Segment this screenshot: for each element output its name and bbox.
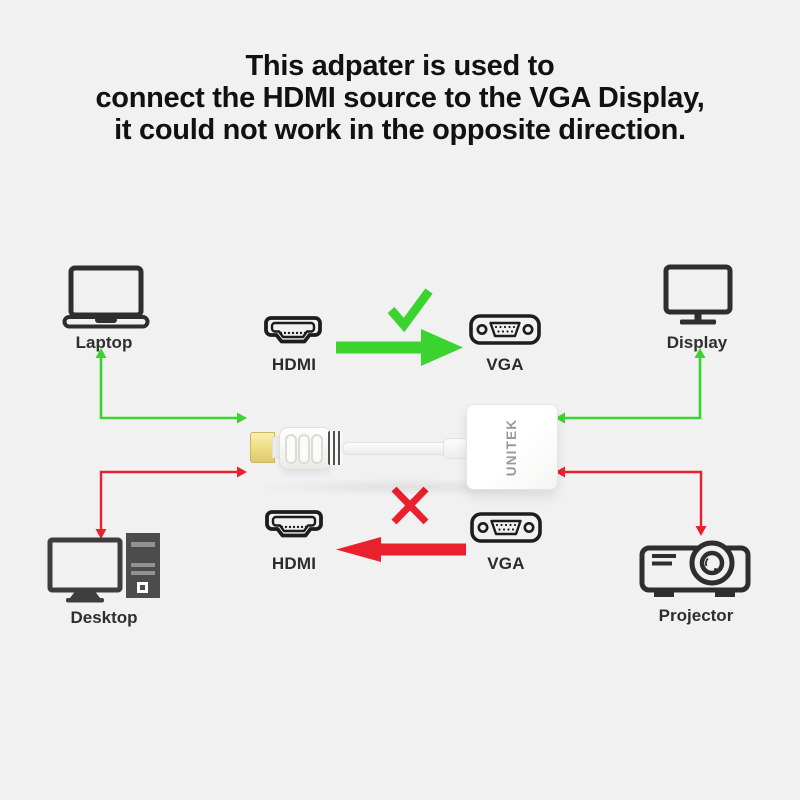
hdmi-port-icon-bottom <box>265 510 323 538</box>
vga-port-icon-top <box>469 314 541 345</box>
hdmi-port-icon-top <box>264 316 322 344</box>
arrowhead-down-desktop <box>95 529 107 539</box>
hdmi-pins <box>279 331 307 335</box>
arrowhead-up-display <box>694 348 706 358</box>
title-line-3: it could not work in the opposite direct… <box>114 114 686 146</box>
arrowhead-right-adapter-red <box>237 466 247 478</box>
hdmi-label-bottom: HDMI <box>271 554 317 573</box>
cross-icon <box>391 486 429 525</box>
plug-ridge <box>298 434 310 464</box>
green-line-laptop-to-adapter <box>95 348 247 424</box>
vga-label-bottom: VGA <box>487 554 525 573</box>
arrowhead-left-adapter-red <box>555 466 565 478</box>
laptop-label: Laptop <box>75 333 133 352</box>
arrowhead-left-adapter <box>555 412 565 424</box>
arrowhead-up-laptop <box>95 348 107 358</box>
plug-ridge <box>311 434 323 464</box>
display-label: Display <box>666 333 728 352</box>
monitor-icon <box>663 264 733 325</box>
vga-port-icon-bottom <box>470 512 542 543</box>
laptop-icon <box>62 265 150 329</box>
vga-pins <box>495 523 517 531</box>
check-icon <box>387 288 433 333</box>
arrowhead-right-adapter <box>237 412 247 424</box>
cable-strain-relief <box>328 431 343 465</box>
vga-to-hdmi-arrow <box>336 537 466 562</box>
vga-label-top: VGA <box>486 355 524 374</box>
arrowhead-down-projector <box>695 526 707 536</box>
hdmi-pins <box>280 525 308 529</box>
projector-icon <box>639 540 751 597</box>
vga-pins <box>494 325 516 333</box>
projector-label: Projector <box>658 606 734 625</box>
page-title: This adpater is used to connect the HDMI… <box>0 50 800 146</box>
red-line-projector-to-adapter <box>555 466 707 536</box>
title-line-1: This adpater is used to <box>245 50 555 82</box>
green-line-adapter-to-display <box>555 348 706 424</box>
desktop-pc-icon <box>47 533 160 603</box>
title-line-2: connect the HDMI source to the VGA Displ… <box>95 82 705 114</box>
hdmi-to-vga-arrow <box>336 329 463 366</box>
vga-adapter-body: UNITEK <box>466 404 558 490</box>
red-line-adapter-to-desktop <box>95 466 247 539</box>
hdmi-plug-body <box>279 427 332 470</box>
hdmi-label-top: HDMI <box>271 355 317 374</box>
brand-label: UNITEK <box>504 418 520 476</box>
plug-ridge <box>285 434 297 464</box>
desktop-label: Desktop <box>70 608 138 627</box>
